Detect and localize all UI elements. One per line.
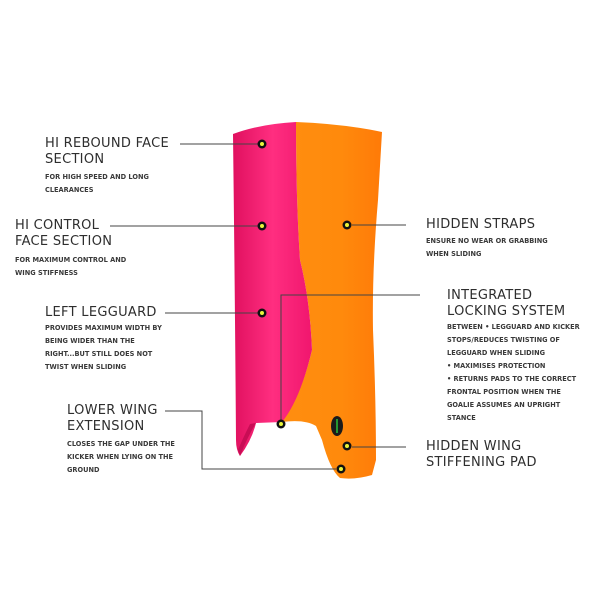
dot-lower-wing	[336, 464, 346, 474]
dot-wing-pad	[342, 441, 352, 451]
left-legguard-title: LEFT LEGGUARD	[45, 305, 157, 320]
dot-left-legguard	[257, 308, 267, 318]
leader-lines	[110, 143, 420, 470]
hidden-straps-title: HIDDEN STRAPS	[426, 217, 536, 232]
dot-hi-control	[257, 221, 267, 231]
lower-wing-fold	[238, 423, 256, 456]
legguard-orange-body	[280, 122, 382, 479]
dot-hi-rebound	[257, 139, 267, 149]
legguard-pink-face	[233, 122, 312, 456]
callout-dots	[257, 139, 352, 474]
dot-hidden-straps	[342, 220, 352, 230]
dot-locking	[276, 419, 286, 429]
